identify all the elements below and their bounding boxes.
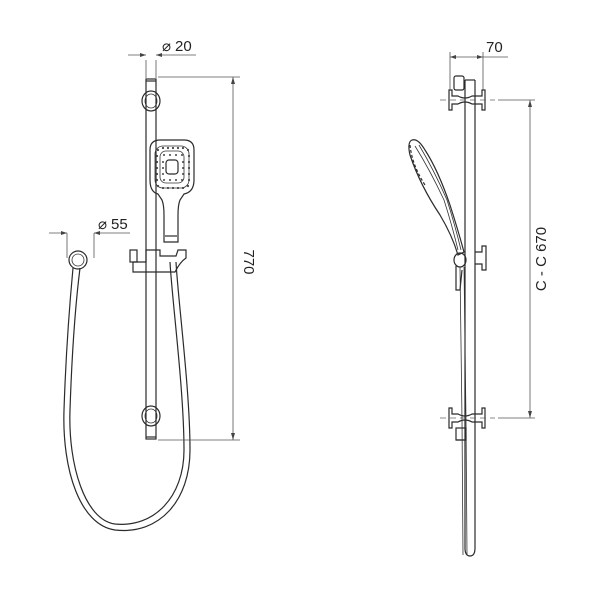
rail-diameter-value: 20 bbox=[175, 38, 192, 55]
side-slider-holder bbox=[453, 245, 487, 291]
centers-label: C - C 670 bbox=[533, 227, 550, 291]
side-hose bbox=[459, 266, 468, 556]
rail bbox=[145, 78, 157, 440]
dimension-outlet-diameter: ⌀ 55 bbox=[49, 216, 130, 258]
spray-nozzles bbox=[155, 146, 191, 190]
hand-shower-head bbox=[149, 139, 195, 243]
bottom-wall-bracket bbox=[141, 405, 161, 427]
wall-outlet bbox=[68, 250, 88, 270]
rail-length-value: 770 bbox=[240, 249, 257, 274]
dimension-projection: 70 bbox=[449, 39, 508, 90]
side-rail bbox=[464, 79, 476, 557]
outlet-diameter-symbol: ⌀ bbox=[98, 216, 107, 233]
top-wall-bracket bbox=[141, 90, 161, 112]
side-bottom-bracket bbox=[440, 407, 495, 441]
rail-diameter-symbol: ⌀ bbox=[162, 38, 171, 55]
outlet-diameter-value: 55 bbox=[111, 216, 128, 233]
side-hand-shower bbox=[408, 139, 465, 256]
dimension-rail-length: 770 bbox=[158, 76, 257, 441]
dimension-rail-diameter: ⌀ 20 bbox=[128, 38, 196, 78]
projection-value: 70 bbox=[486, 39, 503, 56]
dimension-centers: C - C 670 bbox=[498, 99, 550, 419]
side-top-bracket bbox=[440, 75, 495, 111]
shower-hose bbox=[63, 261, 191, 532]
front-view: ⌀ 20 ⌀ 55 770 bbox=[49, 38, 257, 532]
side-view: 70 C - C 670 bbox=[408, 39, 550, 557]
slider-holder bbox=[129, 249, 187, 273]
